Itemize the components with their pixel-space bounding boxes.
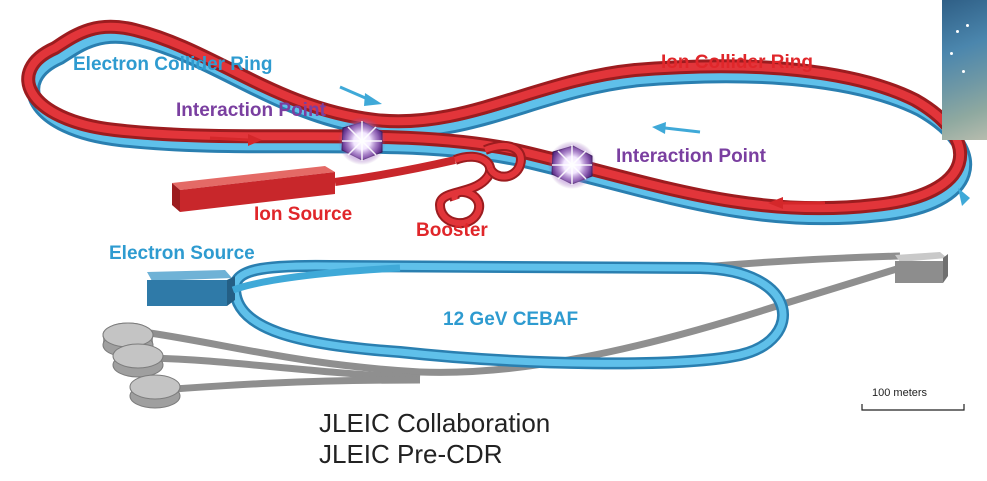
credit-pre-cdr: JLEIC Pre-CDR <box>319 439 503 469</box>
blue-arrow-right <box>652 122 701 134</box>
ion-collider-ring-label: Ion Collider Ring <box>661 52 813 73</box>
cebaf-label: 12 GeV CEBAF <box>443 309 579 330</box>
gray-dump-box <box>895 252 948 283</box>
ion-source-label: Ion Source <box>254 204 353 225</box>
electron-source-box <box>147 270 235 306</box>
electron-source-label: Electron Source <box>109 243 255 264</box>
red-arrow-right <box>768 197 825 209</box>
ion-injection-line <box>334 156 456 186</box>
arc-discs <box>102 322 181 409</box>
ion-source-block <box>172 166 335 212</box>
electron-injection-line <box>231 264 401 294</box>
scale-bar-label: 100 meters <box>872 387 928 399</box>
interaction-point-left-label: Interaction Point <box>176 100 326 121</box>
direction-arrows <box>209 85 970 209</box>
blue-arrow-top <box>339 85 382 106</box>
interaction-point-right-label: Interaction Point <box>616 146 766 167</box>
scale-bar <box>861 404 965 411</box>
blue-arrow-far-right <box>958 188 970 206</box>
corner-photo-image <box>942 0 987 140</box>
booster-loops <box>434 141 526 229</box>
electron-collider-ring-label: Electron Collider Ring <box>73 54 273 75</box>
red-arrow-left <box>209 134 262 146</box>
credit-collaboration: JLEIC Collaboration <box>319 408 551 438</box>
cebaf-racetrack <box>228 259 789 370</box>
booster-label: Booster <box>416 220 488 241</box>
interaction-point-left-marker <box>338 117 386 165</box>
interaction-point-right-marker <box>548 141 596 189</box>
